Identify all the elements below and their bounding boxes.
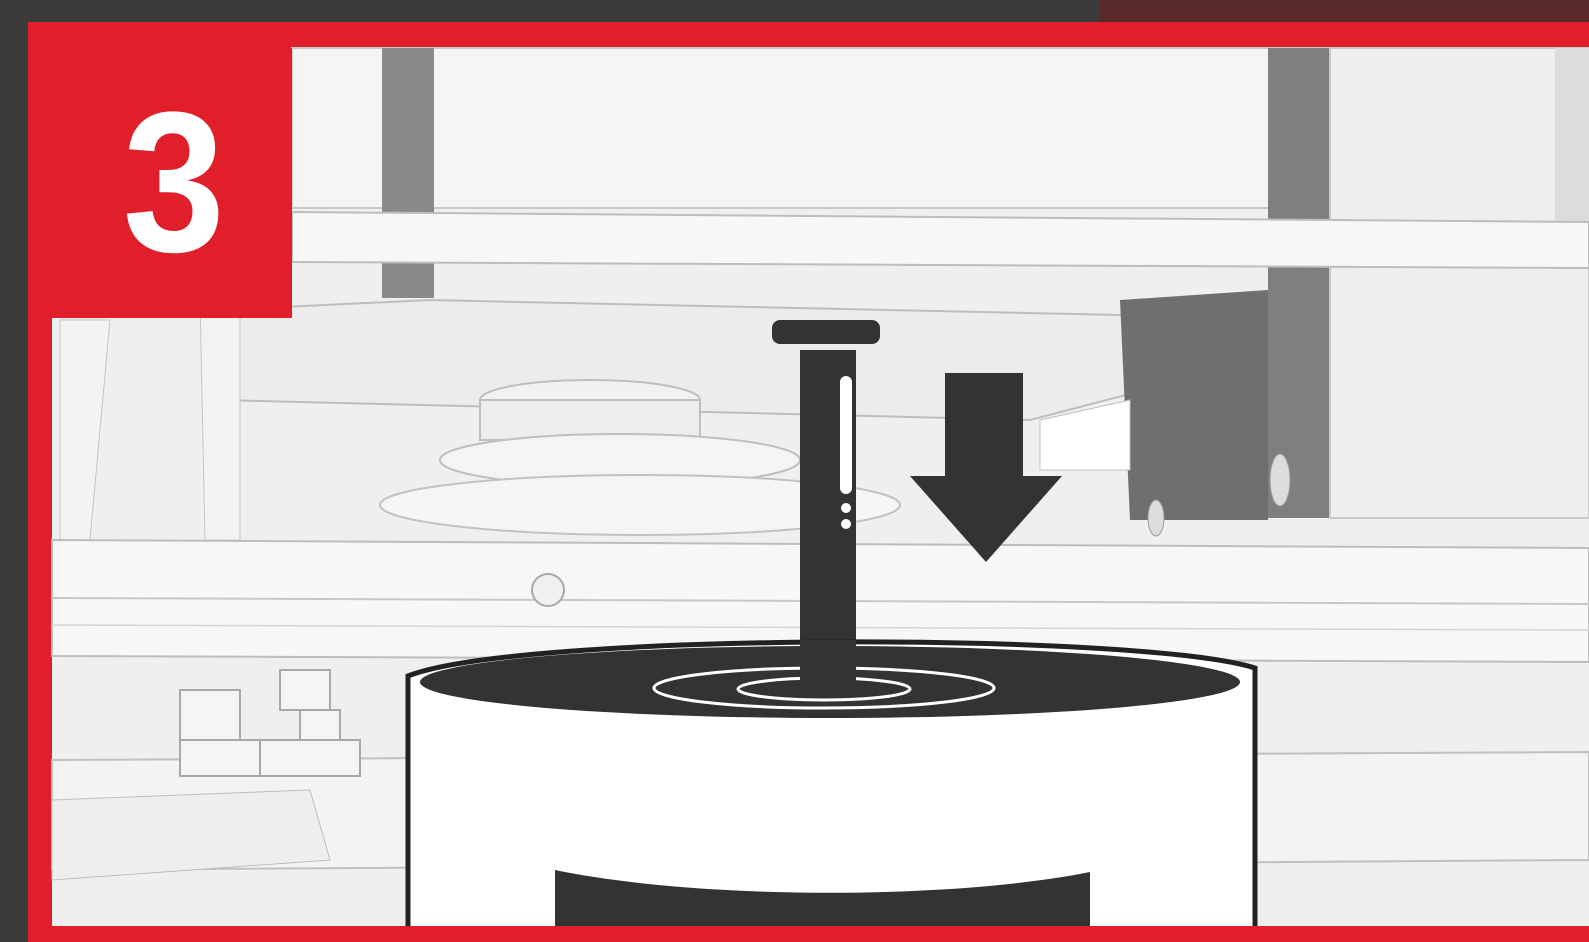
step-number: 3 xyxy=(62,48,283,318)
cylinder-tool-icon xyxy=(408,640,1255,942)
red-frame-bottom xyxy=(28,926,1589,942)
background-photo-strip xyxy=(1100,0,1589,22)
